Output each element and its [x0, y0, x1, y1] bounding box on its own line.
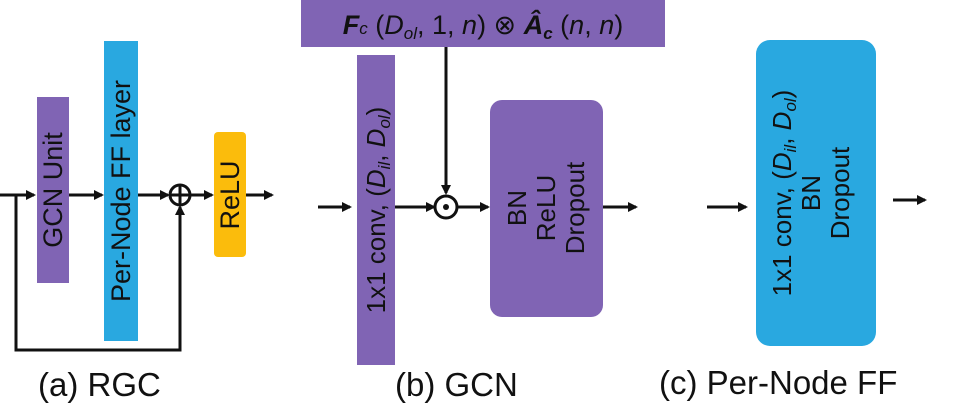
caption-c: (c) Per-Node FF: [659, 364, 897, 401]
caption-b: (b) GCN: [395, 366, 518, 403]
svg-text:Dropout: Dropout: [560, 161, 590, 254]
svg-text:BN: BN: [796, 175, 826, 211]
residual-connection: [14, 195, 185, 352]
ff-block: [756, 40, 876, 346]
relu-label: ReLU: [215, 160, 245, 229]
svg-text:1x1 conv, (Dil, Dol): 1x1 conv, (Dil, Dol): [767, 90, 800, 297]
caption-a: (a) RGC: [38, 366, 161, 403]
bn-relu-dropout-label: BN ReLU Dropout: [502, 161, 590, 254]
ff-block-label: 1x1 conv, (Dil, Dol) BN Dropout: [767, 90, 855, 297]
ff-layer-label: Per-Node FF layer: [106, 80, 136, 302]
svg-text:Dropout: Dropout: [825, 146, 855, 239]
adjacency-input-block: [301, 0, 665, 47]
panel-c-per-node-ff: 1x1 conv, (Dil, Dol) BN Dropout (c) Per-…: [659, 40, 927, 401]
per-node-ff-layer-block: [104, 41, 138, 341]
conv-label-b: 1x1 conv, (Dil, Dol): [361, 107, 394, 314]
conv-block-b: [357, 55, 395, 365]
panel-a-rgc: GCN Unit Per-Node FF layer ReLU (a) RGC: [0, 41, 274, 403]
gcn-unit-block: [37, 97, 69, 283]
bn-relu-dropout-block: [490, 100, 603, 317]
panel-b-gcn: Fc (Dol, 1, n) ⊗ Âc (n, n) 1x1 conv, (Di…: [301, 0, 665, 403]
adjacency-input-label: Fc (Dol, 1, n) ⊗ Âc (n, n): [343, 9, 623, 43]
svg-text:BN: BN: [502, 190, 532, 226]
svg-text:ReLU: ReLU: [531, 175, 561, 241]
relu-block: [214, 132, 246, 257]
gcn-unit-label: GCN Unit: [38, 132, 68, 248]
multiply-node: [433, 194, 459, 220]
addition-node: [168, 183, 192, 207]
